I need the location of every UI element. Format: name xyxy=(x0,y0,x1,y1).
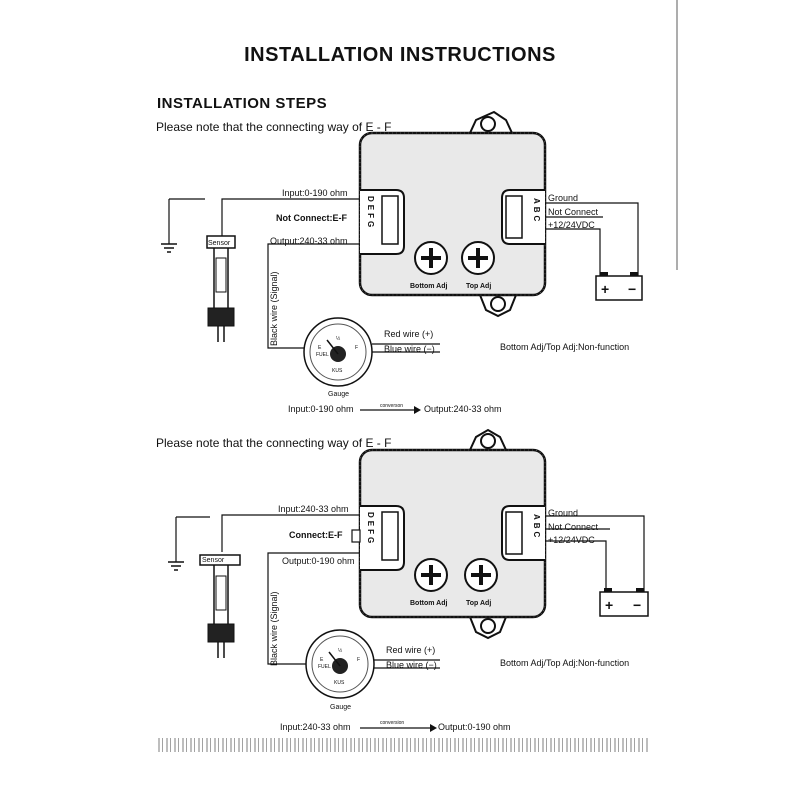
gauge-label-bottom: Gauge xyxy=(330,704,352,711)
red-wire-label-top: Red wire (+) xyxy=(384,329,434,339)
non-function-note-bottom: Bottom Adj/Top Adj:Non-function xyxy=(500,658,630,668)
battery-minus-top: − xyxy=(628,281,637,297)
gauge-e-label-top: E xyxy=(318,345,322,351)
sensor-bottom xyxy=(199,554,241,658)
scan-edge-line xyxy=(676,0,678,270)
bottom-adj-label-bottom: Bottom Adj xyxy=(410,600,448,607)
mount-hole-icon xyxy=(490,296,506,312)
ground-label-top: Ground xyxy=(548,193,579,203)
scan-noise-strip xyxy=(158,738,648,752)
mount-hole-icon xyxy=(480,116,496,132)
black-wire-label-bottom: Black wire (Signal) xyxy=(269,591,279,666)
bottom-adj-label-top: Bottom Adj xyxy=(410,283,448,290)
gauge-half-label-top: ½ xyxy=(336,336,341,342)
battery-icon xyxy=(599,588,649,617)
output-label-top: Output:240-33 ohm xyxy=(270,236,348,246)
battery-plus-bottom: + xyxy=(605,597,614,613)
sensor-label-bottom: Sensor xyxy=(202,557,225,564)
conversion-input-bottom: Input:240-33 ohm xyxy=(280,722,351,732)
top-adj-label-top: Top Adj xyxy=(466,283,492,290)
gauge-label-top: Gauge xyxy=(328,391,350,398)
conversion-word-bottom: conversion xyxy=(380,720,405,726)
sensor-label-top: Sensor xyxy=(208,240,231,247)
red-wire-label-bottom: Red wire (+) xyxy=(386,645,436,655)
section-heading: INSTALLATION STEPS xyxy=(157,95,328,112)
gauge-fuel-label-bottom: FUEL xyxy=(318,664,331,670)
ground-icon xyxy=(161,243,177,253)
ground-icon xyxy=(168,561,184,571)
sensor-top xyxy=(206,235,236,342)
mount-hole-icon xyxy=(480,618,496,634)
bottom-adj-screw-icon xyxy=(414,241,448,275)
conversion-input-top: Input:0-190 ohm xyxy=(288,404,354,414)
input-label-bottom: Input:240-33 ohm xyxy=(278,504,349,514)
gauge-f-label-top: F xyxy=(355,345,359,351)
converter-module-bottom xyxy=(358,428,547,640)
note-bottom: Please note that the connecting way of E… xyxy=(156,436,392,450)
conversion-word-top: converson xyxy=(380,403,404,409)
blue-wire-label-top: Blue wire (−) xyxy=(384,344,435,354)
not-connect-label-bottom: Not Connect xyxy=(548,522,599,532)
mount-hole-icon xyxy=(480,433,496,449)
ground-label-bottom: Ground xyxy=(548,508,579,518)
gauge-kus-label-bottom: KUS xyxy=(334,680,345,686)
pins-defg-bottom: DEFG xyxy=(366,512,375,547)
converter-module-top xyxy=(358,110,547,318)
blue-wire-label-bottom: Blue wire (−) xyxy=(386,660,437,670)
top-adj-label-bottom: Top Adj xyxy=(466,600,492,607)
top-adj-screw-icon xyxy=(464,558,498,592)
not-connect-label-top: Not Connect xyxy=(548,207,599,217)
battery-icon xyxy=(595,272,643,301)
gauge-icon xyxy=(303,317,373,387)
gauge-fuel-label-top: FUEL xyxy=(316,352,329,358)
non-function-note-top: Bottom Adj/Top Adj:Non-function xyxy=(500,342,630,352)
gauge-f-label-bottom: F xyxy=(357,657,361,663)
power-label-top: +12/24VDC xyxy=(548,220,595,230)
bottom-adj-screw-icon xyxy=(414,558,448,592)
conversion-output-bottom: Output:0-190 ohm xyxy=(438,722,511,732)
output-label-bottom: Output:0-190 ohm xyxy=(282,556,355,566)
power-label-bottom: +12/24VDC xyxy=(548,535,595,545)
note-top: Please note that the connecting way of E… xyxy=(156,120,392,134)
battery-plus-top: + xyxy=(601,281,610,297)
gauge-icon xyxy=(305,629,375,699)
top-adj-screw-icon xyxy=(461,241,495,275)
efg-label-bottom: Connect:E-F xyxy=(289,530,343,540)
gauge-kus-label-top: KUS xyxy=(332,368,343,374)
battery-minus-bottom: − xyxy=(633,597,642,613)
pins-abc-bottom: ABC xyxy=(532,514,541,541)
wires-top xyxy=(168,198,639,411)
wires-bottom xyxy=(175,514,645,729)
page-title: INSTALLATION INSTRUCTIONS xyxy=(244,44,556,66)
efg-label-top: Not Connect:E-F xyxy=(276,213,347,223)
gauge-e-label-bottom: E xyxy=(320,657,324,663)
gauge-half-label-bottom: ½ xyxy=(338,648,343,654)
input-label-top: Input:0-190 ohm xyxy=(282,188,348,198)
conversion-output-top: Output:240-33 ohm xyxy=(424,404,502,414)
